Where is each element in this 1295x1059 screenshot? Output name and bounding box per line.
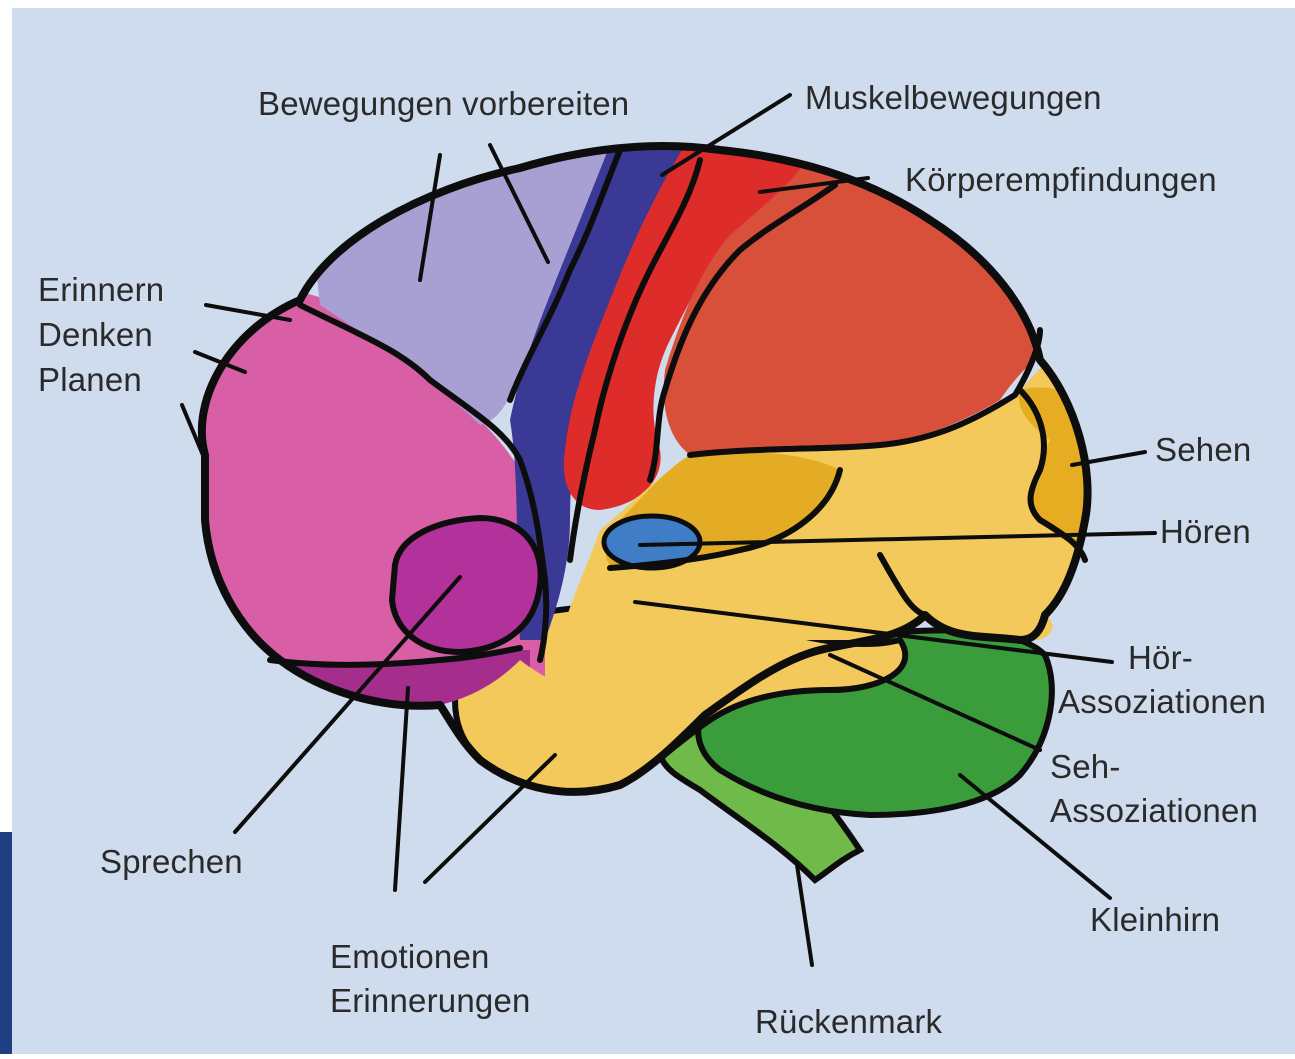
label-seh-line2: Assoziationen bbox=[1050, 789, 1258, 833]
speech-area bbox=[392, 518, 541, 652]
label-seh-assoziationen: Seh- Assoziationen bbox=[1050, 745, 1258, 832]
label-bewegungen-vorbereiten: Bewegungen vorbereiten bbox=[258, 82, 629, 126]
label-kleinhirn: Kleinhirn bbox=[1090, 898, 1220, 942]
label-planen: Planen bbox=[38, 358, 142, 402]
label-hoer-line1: Hör- bbox=[1058, 636, 1266, 680]
label-hoeren: Hören bbox=[1160, 510, 1251, 554]
label-emotionen-line2: Erinnerungen bbox=[330, 979, 531, 1023]
label-emotionen-erinnerungen: Emotionen Erinnerungen bbox=[330, 935, 531, 1022]
label-emotionen-line1: Emotionen bbox=[330, 935, 531, 979]
label-erinnern: Erinnern bbox=[38, 268, 164, 312]
label-hoer-assoziationen: Hör- Assoziationen bbox=[1058, 636, 1266, 723]
label-denken: Denken bbox=[38, 313, 153, 357]
label-koerperempfindungen: Körperempfindungen bbox=[905, 158, 1217, 202]
label-sprechen: Sprechen bbox=[100, 840, 243, 884]
label-seh-line1: Seh- bbox=[1050, 745, 1258, 789]
label-muskelbewegungen: Muskelbewegungen bbox=[805, 76, 1102, 120]
label-hoer-line2: Assoziationen bbox=[1058, 680, 1266, 724]
frame-accent bbox=[0, 832, 12, 1054]
label-rueckenmark: Rückenmark bbox=[755, 1000, 942, 1044]
label-sehen: Sehen bbox=[1155, 428, 1251, 472]
